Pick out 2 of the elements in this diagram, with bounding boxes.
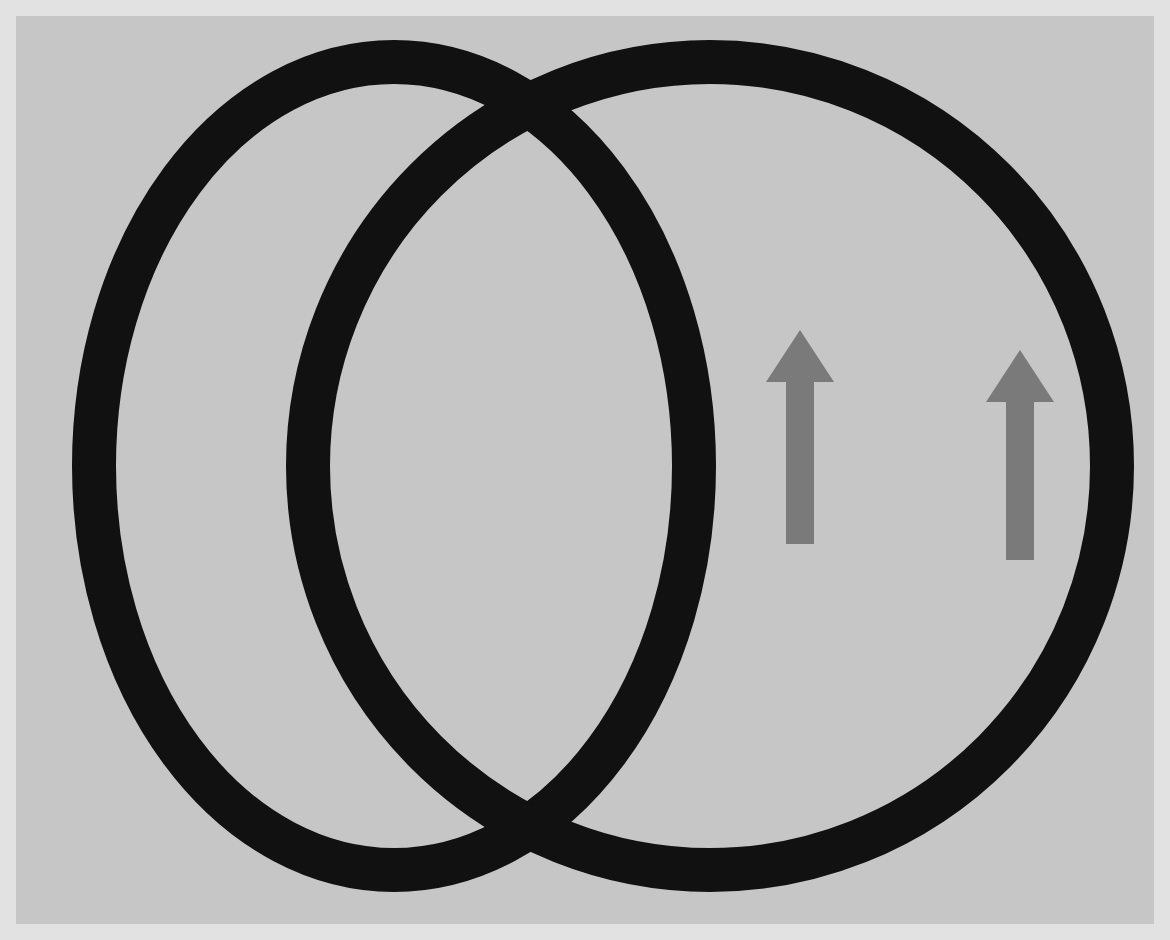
ring-outline bbox=[286, 40, 1134, 892]
ring-outline bbox=[72, 40, 716, 892]
